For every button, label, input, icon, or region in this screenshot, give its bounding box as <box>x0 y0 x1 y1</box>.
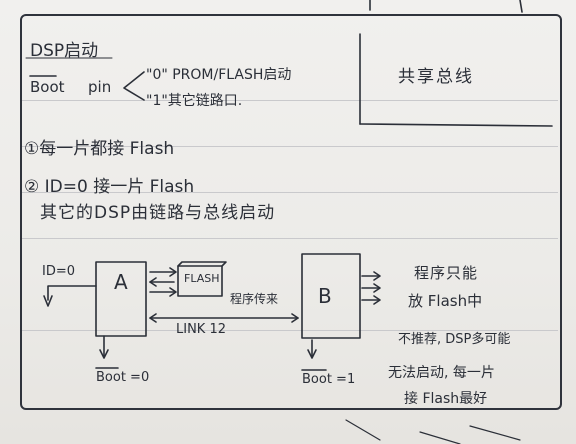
boot-b-label: Boot =1 <box>302 372 356 387</box>
ruled-line <box>20 146 558 147</box>
block-b-label: B <box>318 284 332 308</box>
side-note-4: 无法启动, 每一片 <box>388 365 495 381</box>
ruled-line <box>20 238 558 239</box>
point-two: ② ID=0 接一片 Flash <box>24 177 195 197</box>
heading-dsp-boot: DSP启动 <box>30 41 99 61</box>
id-label: ID=0 <box>42 264 76 279</box>
pin-label: pin <box>88 78 112 96</box>
shared-bus-label: 共享总线 <box>398 67 474 87</box>
ruled-line <box>20 100 558 101</box>
flash-label: FLASH <box>184 272 220 285</box>
side-note-2: 放 Flash中 <box>408 292 483 310</box>
page-border <box>20 14 562 410</box>
boot-option-0: "0" PROM/FLASH启动 <box>146 67 292 83</box>
boot-option-1: "1"其它链路口. <box>146 93 243 109</box>
side-note-1: 程序只能 <box>414 264 479 282</box>
program-transfer-label: 程序传来 <box>230 292 279 306</box>
side-note-5: 接 Flash最好 <box>404 391 488 407</box>
point-two-detail: 其它的DSP由链路与总线启动 <box>40 203 276 223</box>
block-a-label: A <box>114 270 128 294</box>
boot-a-label: Boot =0 <box>96 370 150 385</box>
boot-label: Boot <box>30 78 65 96</box>
ruled-line <box>20 192 558 193</box>
ruled-line <box>20 330 558 331</box>
side-note-3: 不推荐, DSP多可能 <box>398 332 511 347</box>
link-label: LINK 12 <box>176 322 227 337</box>
point-one: ①每一片都接 Flash <box>24 139 175 159</box>
